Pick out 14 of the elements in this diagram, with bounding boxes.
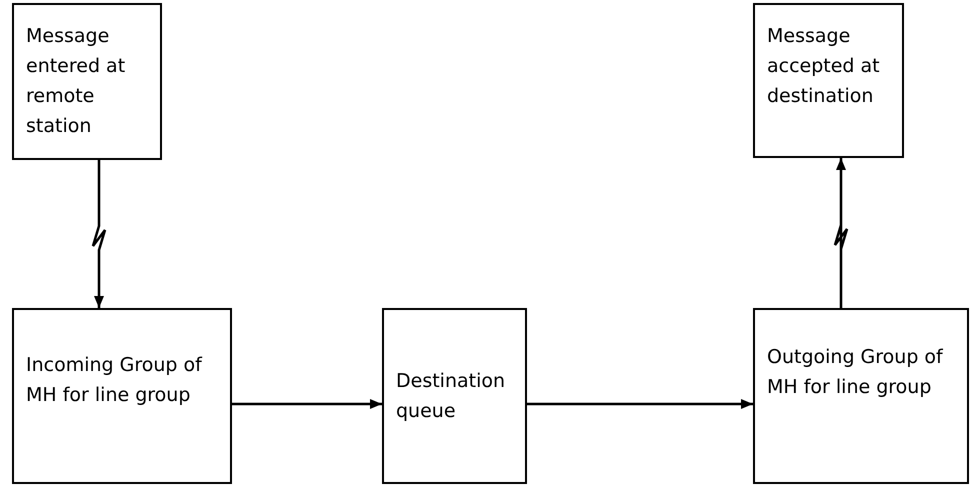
arrow [527, 399, 753, 409]
arrow [834, 158, 848, 308]
process-box [753, 3, 904, 158]
process-box [12, 308, 232, 484]
arrow [232, 399, 382, 409]
process-box [753, 308, 969, 484]
arrow [92, 160, 106, 308]
process-box [382, 308, 527, 484]
box-label: Message accepted at destination [767, 24, 881, 109]
process-box [12, 3, 162, 160]
box-label: Incoming Group of MH for line group [26, 353, 204, 408]
box-label: Destination queue [396, 369, 506, 424]
box-label: Message entered at remote station [26, 24, 126, 139]
box-label: Outgoing Group of MH for line group [767, 345, 944, 400]
